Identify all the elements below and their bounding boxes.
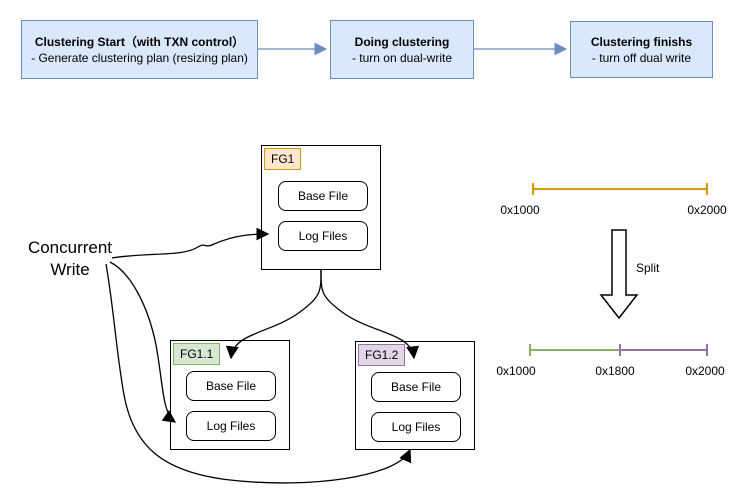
timeline-after-start-label: 0x1000 (496, 364, 536, 378)
flow-step-title: Doing clustering (354, 34, 450, 49)
fg11-label: FG1.1 (173, 343, 221, 365)
fg12-log-files: Log Files (371, 412, 461, 442)
fg12-base-file: Base File (371, 372, 461, 402)
flow-step-clustering-finishs: Clustering finishs - turn off dual write (570, 21, 713, 78)
file-group-fg11: FG1.1 Base File Log Files (170, 340, 290, 450)
split-down-arrow (599, 229, 639, 320)
timeline-after-mid-label: 0x1800 (595, 364, 635, 378)
flow-step-subtitle: - Generate clustering plan (resizing pla… (31, 50, 248, 65)
flow-step-subtitle: - turn on dual-write (351, 50, 453, 65)
flow-step-clustering-start: Clustering Start（with TXN control） - Gen… (21, 20, 258, 79)
concurrent-write-arrow-to-fg11-logs (109, 261, 177, 423)
file-group-fg1: FG1 Base File Log Files (261, 145, 381, 270)
flow-step-title: Clustering Start（with TXN control） (34, 34, 245, 49)
fg1-log-files: Log Files (278, 221, 368, 251)
split-label: Split (636, 261, 660, 275)
file-group-fg12: FG1.2 Base File Log Files (355, 341, 475, 450)
timeline-before-start-label: 0x1000 (500, 203, 540, 217)
fg12-label: FG1.2 (358, 344, 406, 366)
concurrent-write-arrow-to-fg1-logs (111, 227, 270, 259)
fg1-base-file: Base File (278, 181, 368, 211)
flow-step-title: Clustering finishs (590, 34, 693, 49)
fg11-log-files: Log Files (186, 411, 276, 441)
flow-step-subtitle: - turn off dual write (591, 50, 692, 65)
fg11-base-file: Base File (186, 371, 276, 401)
flow-step-doing-clustering: Doing clustering - turn on dual-write (330, 20, 474, 79)
fg1-label: FG1 (264, 148, 302, 170)
timeline-before-end-label: 0x2000 (687, 203, 727, 217)
timeline-after-end-label: 0x2000 (685, 364, 725, 378)
concurrent-write-label: Concurrent Write (27, 238, 113, 279)
